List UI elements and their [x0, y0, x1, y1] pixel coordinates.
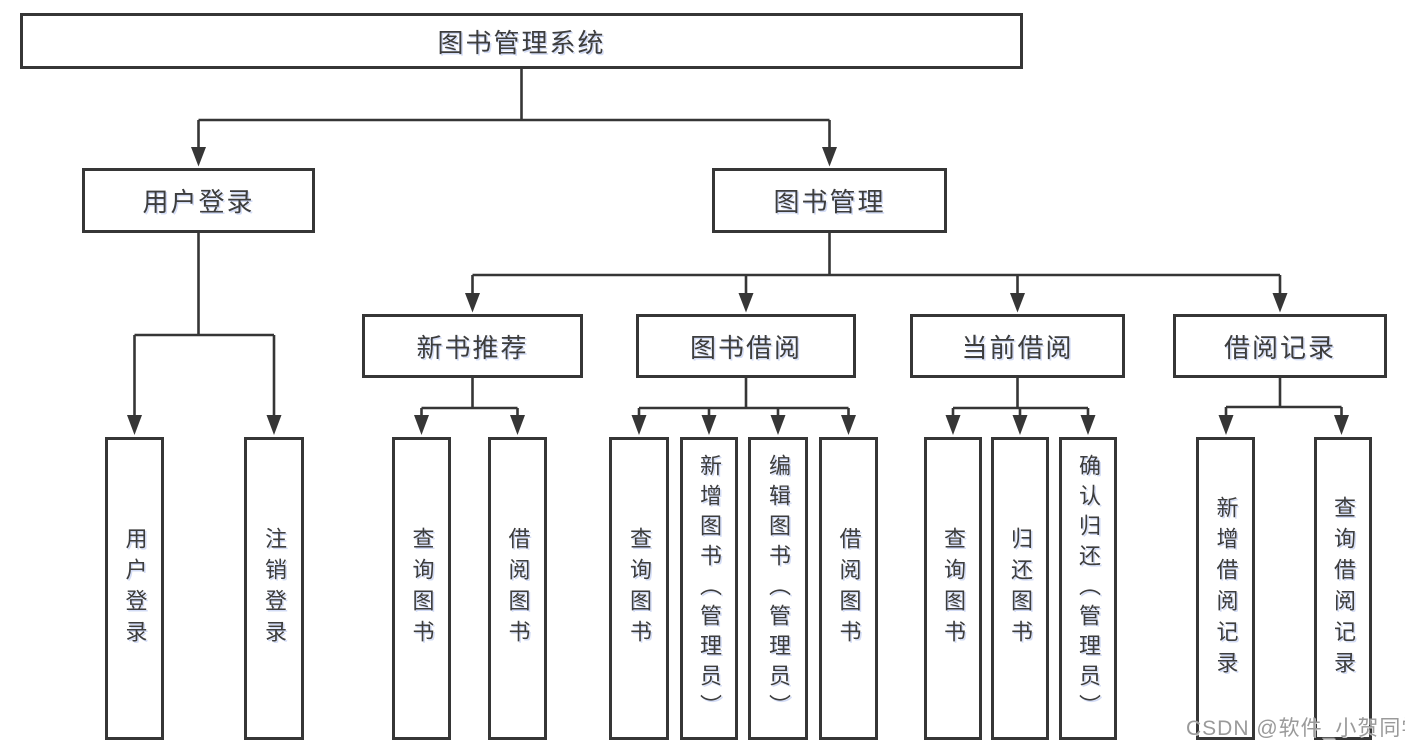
leaf-add-borrow-record: 新增借阅记录 — [1196, 437, 1255, 740]
leaf-borrow-books-1: 借阅图书 — [488, 437, 547, 740]
leaf-confirm-return-admin: 确认归还（管理员） — [1059, 437, 1117, 740]
node-book-management-label: 图书管理 — [773, 187, 886, 217]
connector-book-mgmt-children — [465, 233, 1288, 313]
leaf-borrow-books-2: 借阅图书 — [819, 437, 878, 740]
leaf-query-books-2: 查询图书 — [609, 437, 669, 740]
leaf-confirm-return-admin-label: 确认归还（管理员） — [1076, 453, 1101, 724]
leaf-user-login-label: 用户登录 — [122, 526, 148, 651]
leaf-add-book-admin-label: 新增图书（管理员） — [697, 453, 722, 724]
csdn-watermark: CSDN @软件_小贺同学 — [1186, 717, 1405, 740]
leaf-query-borrow-record-label: 查询借阅记录 — [1331, 495, 1356, 682]
leaf-logout-label: 注销登录 — [262, 526, 287, 651]
connector-borrow-records-children — [1218, 378, 1349, 435]
leaf-edit-book-admin: 编辑图书（管理员） — [748, 437, 808, 740]
leaf-query-books-3-label: 查询图书 — [941, 526, 966, 651]
leaf-user-login: 用户登录 — [105, 437, 164, 740]
connector-current-borrow-children — [945, 378, 1096, 435]
node-current-borrowing: 当前借阅 — [910, 314, 1125, 378]
leaf-query-borrow-record: 查询借阅记录 — [1314, 437, 1372, 740]
connector-root-to-level2 — [191, 69, 837, 167]
leaf-query-books-3: 查询图书 — [924, 437, 982, 740]
node-borrowing-records: 借阅记录 — [1173, 314, 1387, 378]
leaf-edit-book-admin-label: 编辑图书（管理员） — [766, 453, 791, 724]
node-book-management: 图书管理 — [712, 168, 947, 233]
node-new-book-recommendation: 新书推荐 — [362, 314, 583, 378]
leaf-return-book-label: 归还图书 — [1008, 526, 1033, 651]
node-library-system-label: 图书管理系统 — [437, 27, 606, 58]
leaf-query-books-2-label: 查询图书 — [627, 526, 652, 651]
leaf-borrow-books-1-label: 借阅图书 — [505, 526, 531, 651]
leaf-return-book: 归还图书 — [991, 437, 1049, 740]
connector-new-book-children — [414, 378, 525, 435]
node-new-book-recommendation-label: 新书推荐 — [416, 332, 529, 363]
node-library-system: 图书管理系统 — [20, 13, 1023, 69]
node-user-login-label: 用户登录 — [142, 187, 255, 217]
node-book-borrowing: 图书借阅 — [636, 314, 856, 378]
leaf-add-borrow-record-label: 新增借阅记录 — [1213, 495, 1239, 682]
leaf-borrow-books-2-label: 借阅图书 — [836, 526, 862, 651]
leaf-logout: 注销登录 — [244, 437, 304, 740]
leaf-add-book-admin: 新增图书（管理员） — [680, 437, 738, 740]
node-user-login: 用户登录 — [82, 168, 315, 233]
connector-book-borrow-children — [631, 378, 856, 435]
node-borrowing-records-label: 借阅记录 — [1223, 332, 1336, 363]
node-current-borrowing-label: 当前借阅 — [961, 332, 1074, 363]
connector-user-login-children — [127, 233, 282, 435]
node-book-borrowing-label: 图书借阅 — [689, 332, 802, 363]
leaf-query-books-1-label: 查询图书 — [409, 526, 435, 651]
leaf-query-books-1: 查询图书 — [392, 437, 451, 740]
